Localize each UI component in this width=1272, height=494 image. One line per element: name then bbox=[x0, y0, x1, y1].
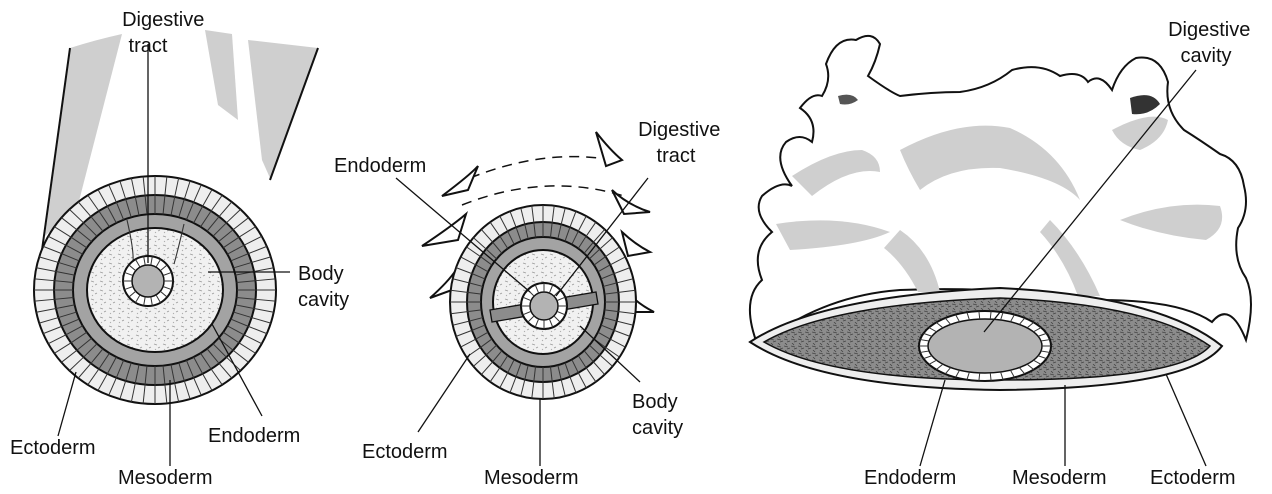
label-ectoderm-3: Ectoderm bbox=[1150, 467, 1236, 489]
panel-flatworm-section: Digestive cavity Endoderm Mesoderm Ectod… bbox=[750, 19, 1256, 489]
label-ectoderm: Ectoderm bbox=[10, 437, 96, 459]
panel-segmented-worm-section: Endoderm Digestive tract Body cavity Ect… bbox=[334, 119, 726, 489]
gut-lumen-2 bbox=[530, 292, 558, 320]
panel-worm-cross-section-left: Digestive tract Body cavity Ectoderm End… bbox=[10, 9, 349, 489]
label-endoderm-2: Endoderm bbox=[334, 155, 426, 177]
label-digestive-tract-2: Digestive tract bbox=[638, 119, 726, 167]
label-mesoderm-2: Mesoderm bbox=[484, 467, 578, 489]
label-endoderm: Endoderm bbox=[208, 425, 300, 447]
label-body-cavity-2: Body cavity bbox=[632, 391, 683, 439]
digestive-cavity bbox=[928, 319, 1042, 373]
label-ectoderm-2: Ectoderm bbox=[362, 441, 448, 463]
label-body-cavity: Body cavity bbox=[298, 263, 349, 311]
label-endoderm-3: Endoderm bbox=[864, 467, 956, 489]
label-mesoderm-3: Mesoderm bbox=[1012, 467, 1106, 489]
label-mesoderm: Mesoderm bbox=[118, 467, 212, 489]
gut-lumen bbox=[132, 265, 164, 297]
segment-outline-upper bbox=[470, 157, 612, 178]
segment-outline-middle bbox=[462, 186, 624, 205]
label-digestive-cavity: Digestive cavity bbox=[1168, 19, 1256, 67]
